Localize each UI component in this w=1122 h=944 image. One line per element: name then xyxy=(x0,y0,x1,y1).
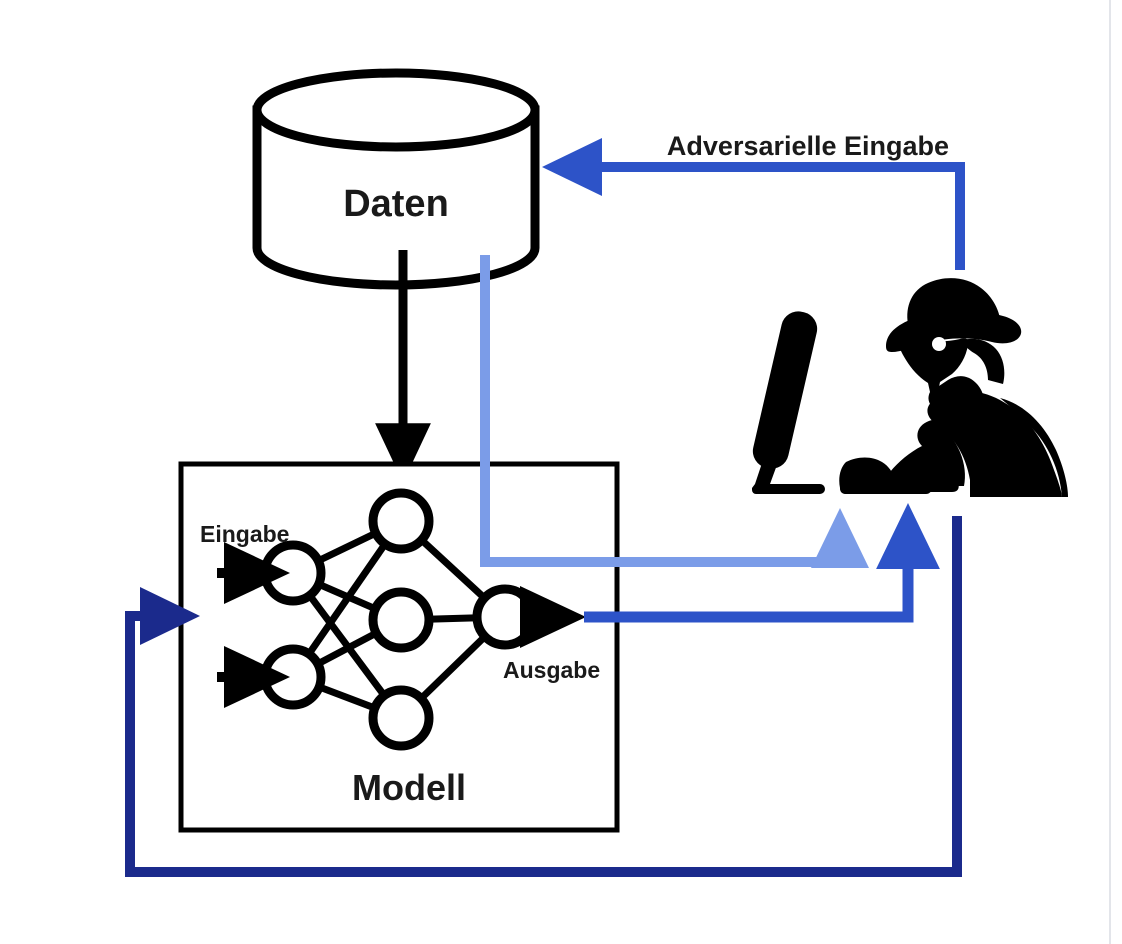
edge-adversarial-input xyxy=(542,138,965,270)
output-label: Ausgabe xyxy=(503,657,600,683)
data-store-label: Daten xyxy=(343,183,449,225)
edge-attacker-feedback-to-model xyxy=(125,516,962,877)
model-label: Modell xyxy=(352,767,466,808)
edge-data-to-attacker xyxy=(480,255,869,568)
nn-node-hidden-1 xyxy=(368,488,434,554)
nn-node-hidden-2 xyxy=(368,587,434,653)
nn-node-input-2 xyxy=(260,644,326,710)
nn-node-output xyxy=(472,584,538,650)
input-label: Eingabe xyxy=(200,521,289,547)
nn-node-input-1 xyxy=(260,540,326,606)
nn-node-hidden-3 xyxy=(368,685,434,751)
monitor-icon xyxy=(752,311,825,494)
data-store-cylinder xyxy=(252,68,540,290)
cylinder-top-ellipse xyxy=(252,68,540,152)
edge-output-to-attacker xyxy=(584,503,940,623)
adversarial-input-label: Adversarielle Eingabe xyxy=(667,131,949,161)
hacker-silhouette-icon xyxy=(839,278,1068,497)
